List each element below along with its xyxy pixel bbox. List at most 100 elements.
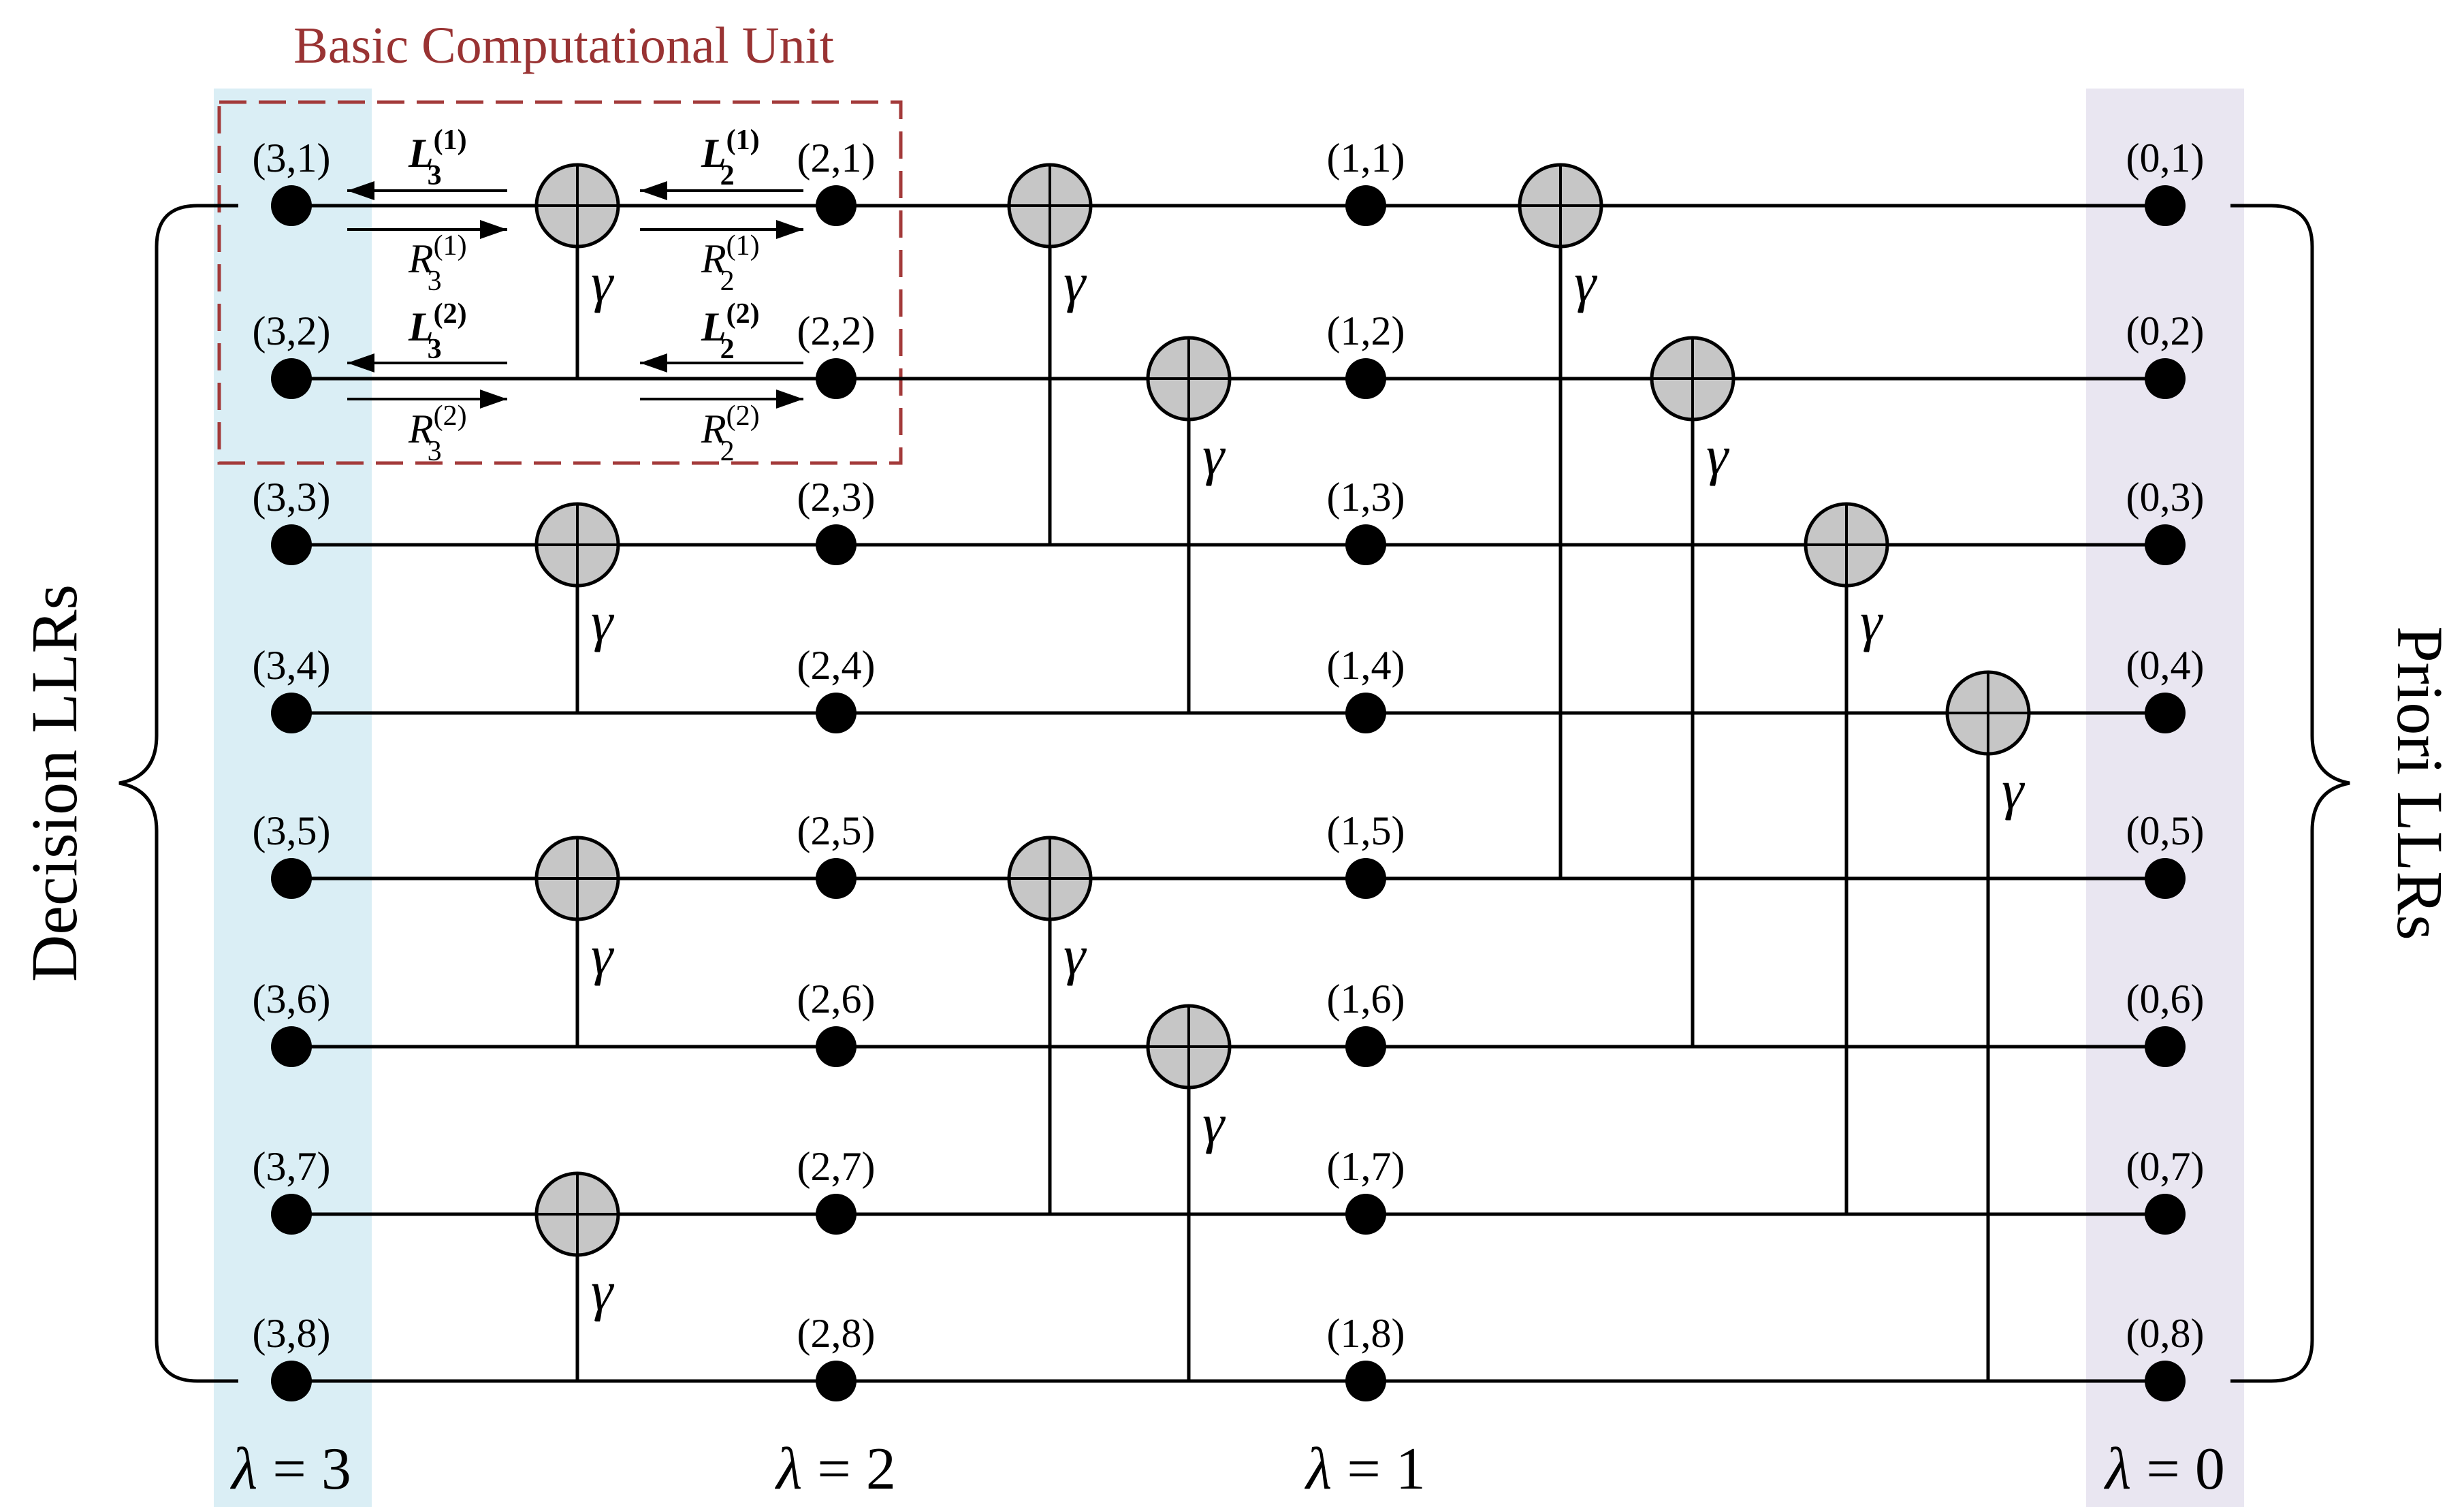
message-label-R3_1: R(1)3 — [408, 230, 467, 297]
gamma-label: γ — [591, 924, 615, 986]
node-label: (1,5) — [1327, 808, 1405, 853]
gamma-label: γ — [591, 1260, 615, 1322]
node-label: (2,5) — [797, 808, 876, 853]
xor-unit: γ — [1518, 163, 1603, 878]
node-label: (0,2) — [2126, 308, 2205, 353]
node-label: (2,2) — [797, 308, 876, 353]
priori-llrs-label: Priori LLRs — [2384, 626, 2457, 940]
node-label: (3,4) — [253, 643, 331, 688]
arrow-L3-2 — [347, 353, 507, 372]
node — [1345, 358, 1386, 399]
message-label-R2_2: R(2)2 — [701, 400, 760, 467]
stage-0-band — [2086, 89, 2244, 1507]
node-label: (3,5) — [253, 808, 331, 853]
node — [2145, 185, 2186, 226]
arrow-L2-1 — [640, 181, 803, 200]
stage-label: λ = 2 — [774, 1436, 896, 1502]
node — [271, 1026, 312, 1067]
node — [271, 1194, 312, 1235]
node-labels: (3,1) (3,2) (3,3) (3,4) (3,5) (3,6) (3,7) (3,8)… — [253, 136, 2205, 1356]
arrow-L3-1 — [347, 181, 507, 200]
gamma-label: γ — [1574, 251, 1598, 313]
node — [1345, 1194, 1386, 1235]
arrow-R2-1 — [640, 220, 803, 239]
node-label: (2,3) — [797, 475, 876, 520]
node-label: (2,7) — [797, 1144, 876, 1189]
node-label: (0,3) — [2126, 475, 2205, 520]
node — [1345, 858, 1386, 899]
node-label: (0,5) — [2126, 808, 2205, 853]
node-label: (0,1) — [2126, 136, 2205, 180]
node — [816, 1361, 857, 1401]
node-label: (1,8) — [1327, 1311, 1405, 1356]
message-label-L2_1: L(1)2 — [701, 125, 760, 191]
gamma-label: γ — [591, 251, 615, 313]
message-arrows: L(1)3R(1)3L(1)2R(1)2L(2)3R(2)3L(2)2R(2)2 — [347, 125, 803, 467]
node-label: (2,8) — [797, 1311, 876, 1356]
xor-unit: γ — [1146, 1004, 1232, 1381]
gamma-label: γ — [1202, 1092, 1226, 1154]
stage-label: λ = 3 — [229, 1436, 351, 1502]
node — [816, 1026, 857, 1067]
node-label: (3,1) — [253, 136, 331, 180]
node — [271, 858, 312, 899]
gamma-label: γ — [1202, 424, 1226, 486]
gamma-label: γ — [1706, 424, 1730, 486]
node — [1345, 185, 1386, 226]
unit-dashed-box — [217, 100, 903, 465]
stage-labels: λ = 3 λ = 2 λ = 1 λ = 0 — [229, 1436, 2225, 1502]
xor-unit: γ — [534, 163, 620, 379]
arrow-R2-2 — [640, 390, 803, 409]
node — [2145, 1194, 2186, 1235]
stage-3-band — [214, 89, 372, 1507]
xor-unit: γ — [534, 836, 620, 1047]
xor-unit: γ — [1804, 502, 1889, 1214]
node-label: (3,2) — [253, 308, 331, 353]
node — [2145, 858, 2186, 899]
node — [816, 693, 857, 733]
gamma-label: γ — [2002, 759, 2026, 821]
stage-label: λ = 0 — [2103, 1436, 2225, 1502]
node — [1345, 524, 1386, 565]
message-label-L2_2: L(2)2 — [701, 298, 760, 365]
message-label-R2_1: R(1)2 — [701, 230, 760, 297]
xor-unit: γ — [1146, 336, 1232, 713]
xor-unit: γ — [534, 502, 620, 713]
arrow-R3-2 — [347, 390, 507, 409]
arrow-R3-1 — [347, 220, 507, 239]
node — [816, 858, 857, 899]
node — [816, 524, 857, 565]
node — [271, 693, 312, 733]
node-label: (0,7) — [2126, 1144, 2205, 1189]
unit-title: Basic Computational Unit — [293, 17, 834, 74]
node-label: (1,4) — [1327, 643, 1405, 688]
node-label: (0,8) — [2126, 1311, 2205, 1356]
node-label: (2,6) — [797, 977, 876, 1021]
node-label: (0,4) — [2126, 643, 2205, 688]
node-label: (2,1) — [797, 136, 876, 180]
message-label-L3_1: L(1)3 — [408, 125, 467, 191]
stage-label: λ = 1 — [1304, 1436, 1426, 1502]
node-label: (0,6) — [2126, 977, 2205, 1021]
xor-unit: γ — [1007, 836, 1093, 1214]
node-label: (1,3) — [1327, 475, 1405, 520]
node-label: (3,8) — [253, 1311, 331, 1356]
node — [271, 185, 312, 226]
left-brace — [118, 204, 238, 1383]
xor-unit: γ — [534, 1171, 620, 1381]
node — [2145, 693, 2186, 733]
nodes — [271, 185, 2186, 1401]
node-label: (3,6) — [253, 977, 331, 1021]
node-label: (3,7) — [253, 1144, 331, 1189]
node-label: (2,4) — [797, 643, 876, 688]
node — [816, 358, 857, 399]
node-label: (1,2) — [1327, 308, 1405, 353]
node — [2145, 524, 2186, 565]
node — [1345, 693, 1386, 733]
node-label: (1,1) — [1327, 136, 1405, 180]
xor-unit: γ — [1945, 670, 2031, 1381]
node-label: (3,3) — [253, 475, 331, 520]
node — [1345, 1026, 1386, 1067]
